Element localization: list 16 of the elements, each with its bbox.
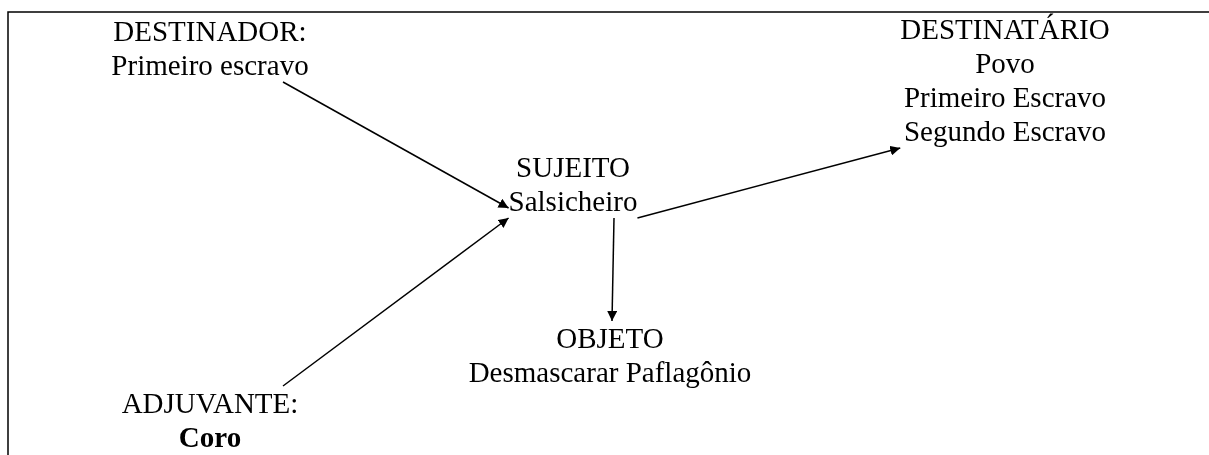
role-name: Povo — [975, 46, 1035, 80]
role-name: Primeiro escravo — [111, 48, 309, 82]
role-name: Salsicheiro — [508, 184, 638, 218]
role-heading: DESTINATÁRIO — [900, 12, 1110, 46]
role-heading: DESTINADOR: — [113, 14, 307, 48]
arrow — [282, 217, 510, 387]
role-heading: OBJETO — [556, 321, 664, 355]
arrow — [282, 81, 510, 209]
role-name: Desmascarar Paflagônio — [468, 355, 752, 389]
role-name: Segundo Escravo — [903, 114, 1107, 148]
role-name: Primeiro Escravo — [903, 80, 1107, 114]
role-heading: ADJUVANTE: — [121, 386, 299, 420]
role-heading: SUJEITO — [516, 150, 630, 184]
arrow — [636, 145, 902, 219]
role-name: Coro — [178, 420, 242, 454]
arrow — [607, 217, 618, 322]
